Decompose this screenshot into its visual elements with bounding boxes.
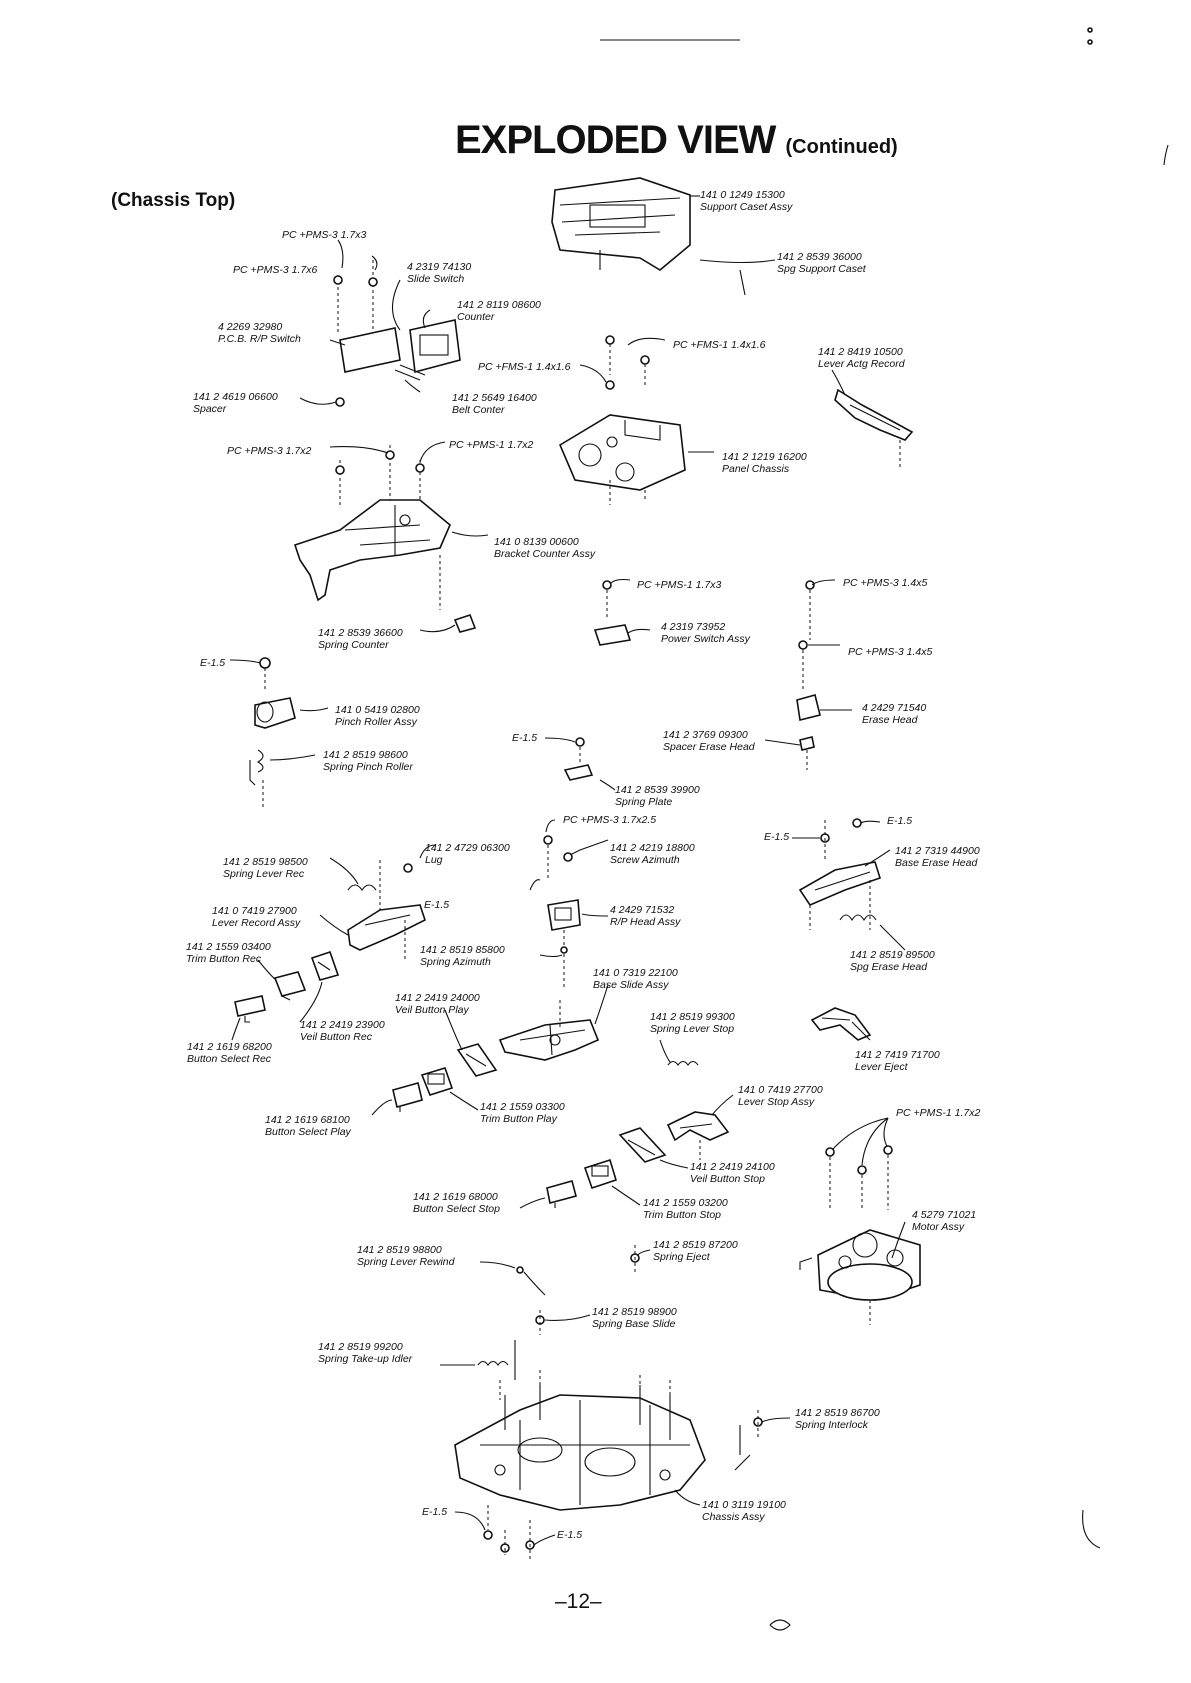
part-label: PC +PMS-1 1.7x3 — [637, 579, 722, 591]
part-label: PC +FMS-1 1.4x1.6 — [478, 361, 571, 373]
part-label: E-1.5 — [764, 831, 790, 843]
part-label: E-1.5 — [424, 899, 450, 911]
page-number: –12– — [555, 1590, 602, 1613]
part-label: E-1.5 — [200, 657, 226, 669]
trim-button-play-part — [420, 1067, 454, 1096]
base-slide-assy-part — [498, 1019, 600, 1061]
section-title: (Chassis Top) — [111, 190, 236, 211]
part-label: PC +PMS-3 1.7x6 — [233, 264, 318, 276]
base-erase-head-part — [798, 861, 881, 906]
button-select-rec-part — [234, 995, 266, 1023]
part-label: E-1.5 — [887, 815, 913, 827]
part-label: PC +PMS-1 1.7x2 — [896, 1107, 981, 1119]
button-select-stop-part — [546, 1180, 577, 1208]
page-title-suffix: (Continued) — [785, 136, 898, 158]
part-label: PC +PMS-3 1.4x5 — [848, 646, 933, 658]
lever-record-assy-part — [347, 904, 426, 951]
chassis-assy-part — [454, 1385, 706, 1511]
support-caset-assy-part — [551, 177, 691, 271]
part-label: PC +PMS-3 1.4x5 — [843, 577, 928, 589]
motor-assy-part — [799, 1229, 921, 1301]
trim-button-stop-part — [583, 1158, 617, 1190]
lever-actg-record-part — [834, 388, 914, 441]
panel-chassis-part — [558, 414, 686, 491]
lever-stop-assy-part — [666, 1111, 730, 1142]
part-label: PC +PMS-3 1.7x2.5 — [563, 814, 657, 826]
pinch-roller-assy-part — [254, 697, 296, 729]
part-label: E-1.5 — [557, 1529, 583, 1541]
part-label: E-1.5 — [422, 1506, 448, 1518]
part-label: E-1.5 — [512, 732, 538, 744]
veil-button-stop-part — [618, 1127, 667, 1163]
lever-eject-part — [810, 1007, 872, 1041]
trim-button-rec-part — [273, 971, 307, 1001]
part-label: PC +PMS-1 1.7x2 — [449, 439, 534, 451]
page-title: EXPLODED VIEW (Continued) — [455, 118, 898, 163]
veil-button-play-part — [456, 1043, 498, 1077]
part-label: PC +FMS-1 1.4x1.6 — [673, 339, 766, 351]
bracket-counter-assy-part — [293, 499, 451, 602]
veil-button-rec-part — [310, 950, 340, 981]
slide-switch-assy-part — [339, 319, 461, 381]
button-select-play-part — [392, 1082, 423, 1112]
rp-head-assy-part — [547, 899, 581, 931]
part-label: PC +PMS-3 1.7x2 — [227, 445, 312, 457]
page-title-main: EXPLODED VIEW — [455, 118, 776, 162]
part-label: PC +PMS-3 1.7x3 — [282, 229, 367, 241]
